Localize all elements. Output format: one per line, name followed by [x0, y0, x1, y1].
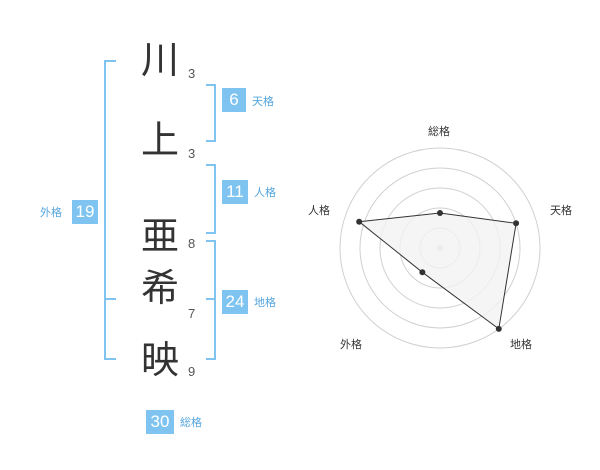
radar-ring-5: [339, 147, 541, 349]
soukaku-label: 総格: [180, 416, 202, 429]
chikaku-bracket-tick: [206, 298, 216, 300]
given-char-1: 亜: [140, 214, 179, 258]
surname-char-1-strokes: 3: [188, 66, 196, 81]
given-char-3-strokes: 9: [188, 364, 196, 379]
chikaku-label: 地格: [254, 296, 276, 309]
given-char-2-strokes: 7: [188, 306, 196, 321]
gaikaku-bracket: [104, 60, 116, 360]
given-char-1-strokes: 8: [188, 236, 196, 251]
gaikaku-bracket-tick: [104, 298, 116, 300]
radar-polygon: [357, 212, 517, 330]
radar-point-3: [495, 325, 502, 332]
radar-axis-label-gaikaku: 外格: [340, 338, 362, 351]
radar-axis-label-soukaku: 総格: [428, 125, 450, 138]
given-char-3: 映: [140, 338, 179, 382]
chikaku-bracket: [206, 240, 216, 360]
jinkaku-bracket: [206, 164, 216, 234]
radar-axis-label-tenkaku: 天格: [550, 204, 572, 217]
radar-point-5: [356, 218, 363, 225]
chikaku-value: 24: [222, 290, 248, 314]
radar-ring-4: [359, 167, 521, 329]
tenkaku-bracket: [206, 84, 216, 142]
tenkaku-label: 天格: [252, 95, 274, 108]
radar-point-1: [437, 210, 443, 216]
surname-char-2-strokes: 3: [188, 146, 196, 161]
radar-point-4: [419, 269, 426, 276]
soukaku-value: 30: [146, 410, 174, 434]
radar-axis-label-jinkaku: 人格: [308, 204, 330, 217]
surname-char-1: 川: [140, 38, 179, 82]
jinkaku-value: 11: [222, 180, 248, 204]
gaikaku-label: 外格: [40, 206, 62, 219]
jinkaku-label: 人格: [254, 186, 276, 199]
gaikaku-value: 19: [72, 200, 98, 224]
given-char-2: 希: [140, 266, 179, 310]
radar-point-2: [513, 220, 520, 227]
tenkaku-value: 6: [222, 88, 246, 112]
radar-axis-label-chikaku: 地格: [510, 338, 532, 351]
surname-char-2: 上: [140, 118, 179, 162]
